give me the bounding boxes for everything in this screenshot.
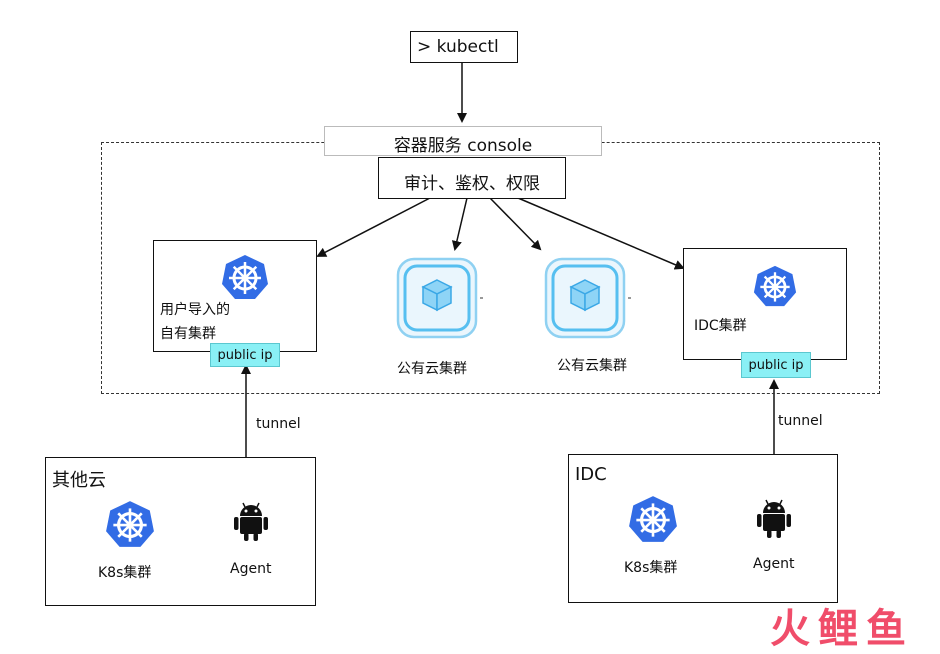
auth-label: 审计、鉴权、权限 <box>404 174 540 194</box>
public-cloud-cluster-icon <box>395 256 485 350</box>
other-cloud-title: 其他云 <box>52 470 106 491</box>
other-cloud-k8s-label: K8s集群 <box>98 565 152 581</box>
android-icon <box>233 502 269 546</box>
idc-agent-label: Agent <box>753 556 795 572</box>
arrow-auth-to-idc <box>517 197 685 270</box>
tunnel-label-left: tunnel <box>256 416 301 432</box>
public-ip-badge-right: public ip <box>741 352 811 378</box>
arrow-auth-to-imported <box>316 197 431 257</box>
arrow-auth-to-cloud1 <box>451 197 468 251</box>
kubectl-label: > kubectl <box>417 37 499 57</box>
idc-cluster-label: IDC集群 <box>694 318 747 334</box>
idc-title: IDC <box>575 464 607 485</box>
kubectl-box: > kubectl <box>410 31 518 63</box>
android-icon <box>756 499 792 543</box>
public-cloud-1-label: 公有云集群 <box>397 361 467 377</box>
kubernetes-icon <box>752 264 798 312</box>
watermark-char-3: 鱼 <box>866 606 906 652</box>
imported-cluster-label-line2: 自有集群 <box>160 326 216 342</box>
kubernetes-icon <box>627 494 679 548</box>
console-label: 容器服务 console <box>393 136 533 156</box>
watermark-char-1: 火 <box>770 606 810 652</box>
auth-box: 审计、鉴权、权限 <box>378 157 566 199</box>
kubernetes-icon <box>104 499 156 553</box>
idc-k8s-label: K8s集群 <box>624 560 678 576</box>
public-cloud-2-label: 公有云集群 <box>557 358 627 374</box>
kubernetes-icon <box>220 253 270 305</box>
idc-box: IDC <box>568 454 838 603</box>
other-cloud-agent-label: Agent <box>230 561 272 577</box>
console-bar: 容器服务 console <box>324 126 602 156</box>
other-cloud-box: 其他云 <box>45 457 316 606</box>
watermark-char-2: 鲤 <box>818 606 858 652</box>
public-ip-badge-left: public ip <box>210 343 280 367</box>
public-cloud-cluster-icon <box>543 256 633 350</box>
arrow-auth-to-cloud2 <box>489 197 542 251</box>
imported-cluster-label-line1: 用户导入的 <box>160 302 230 318</box>
tunnel-label-right: tunnel <box>778 413 823 429</box>
